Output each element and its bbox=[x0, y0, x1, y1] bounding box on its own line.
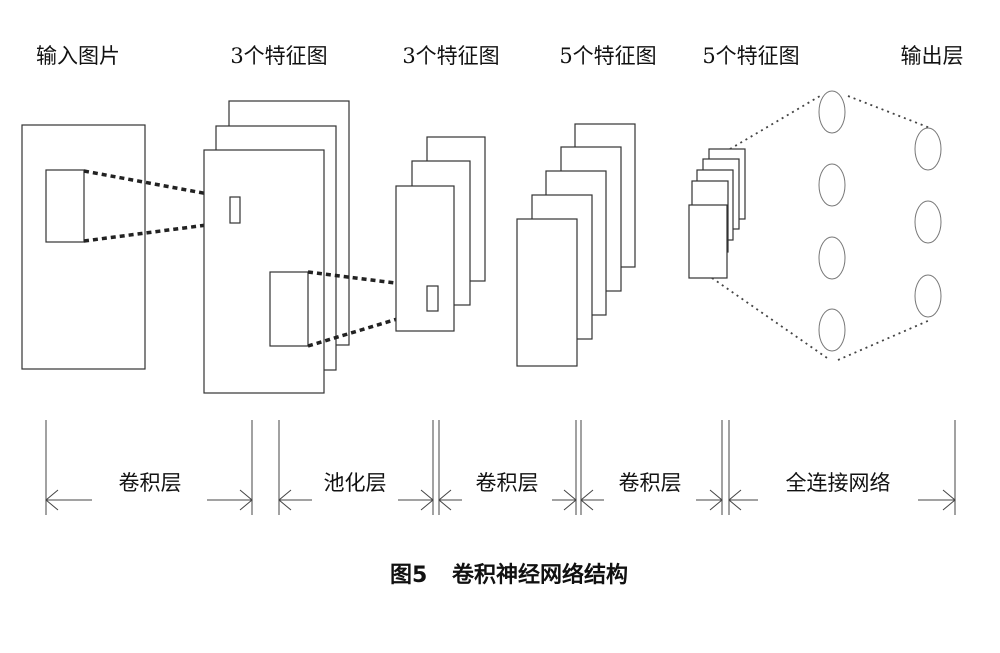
header-input-image: 输入图片 bbox=[36, 44, 120, 68]
output-layer-nodes bbox=[914, 127, 942, 318]
fmap1-unit bbox=[229, 196, 241, 224]
hidden-node bbox=[818, 236, 846, 280]
hidden-node bbox=[818, 90, 846, 134]
hidden-node bbox=[818, 163, 846, 207]
feature-map-stack-1 bbox=[203, 100, 350, 394]
fully-connected-links bbox=[711, 95, 931, 361]
label-conv-layer-2: 卷积层 bbox=[476, 471, 539, 495]
header-output-layer: 输出层 bbox=[901, 44, 964, 68]
figure-number: 图5 bbox=[390, 563, 427, 588]
label-pooling-layer: 池化层 bbox=[324, 471, 387, 495]
hidden-layer-nodes bbox=[818, 90, 846, 352]
label-fully-connected: 全连接网络 bbox=[786, 471, 891, 495]
output-node bbox=[914, 200, 942, 244]
output-node bbox=[914, 127, 942, 171]
input-receptive-field bbox=[45, 169, 85, 243]
header-feature-maps-1: 3个特征图 bbox=[230, 44, 327, 68]
layer-span-markers bbox=[45, 420, 956, 515]
hidden-node bbox=[818, 308, 846, 352]
header-feature-maps-4: 5个特征图 bbox=[702, 44, 799, 68]
header-feature-maps-2: 3个特征图 bbox=[402, 44, 499, 68]
layer-span-arrows bbox=[45, 489, 956, 511]
input-to-fmap1-projection bbox=[83, 169, 231, 243]
input-image bbox=[21, 124, 146, 370]
label-conv-layer-3: 卷积层 bbox=[619, 471, 682, 495]
feature-map-stack-2 bbox=[395, 136, 486, 332]
label-conv-layer-1: 卷积层 bbox=[119, 471, 182, 495]
fmap1-pool-window bbox=[269, 271, 309, 347]
feature-map-stack-4 bbox=[688, 148, 746, 279]
output-node bbox=[914, 274, 942, 318]
header-feature-maps-3: 5个特征图 bbox=[559, 44, 656, 68]
figure-title: 卷积神经网络结构 bbox=[451, 562, 628, 588]
feature-map-stack-3 bbox=[516, 123, 636, 367]
fmap2-unit bbox=[426, 285, 439, 312]
